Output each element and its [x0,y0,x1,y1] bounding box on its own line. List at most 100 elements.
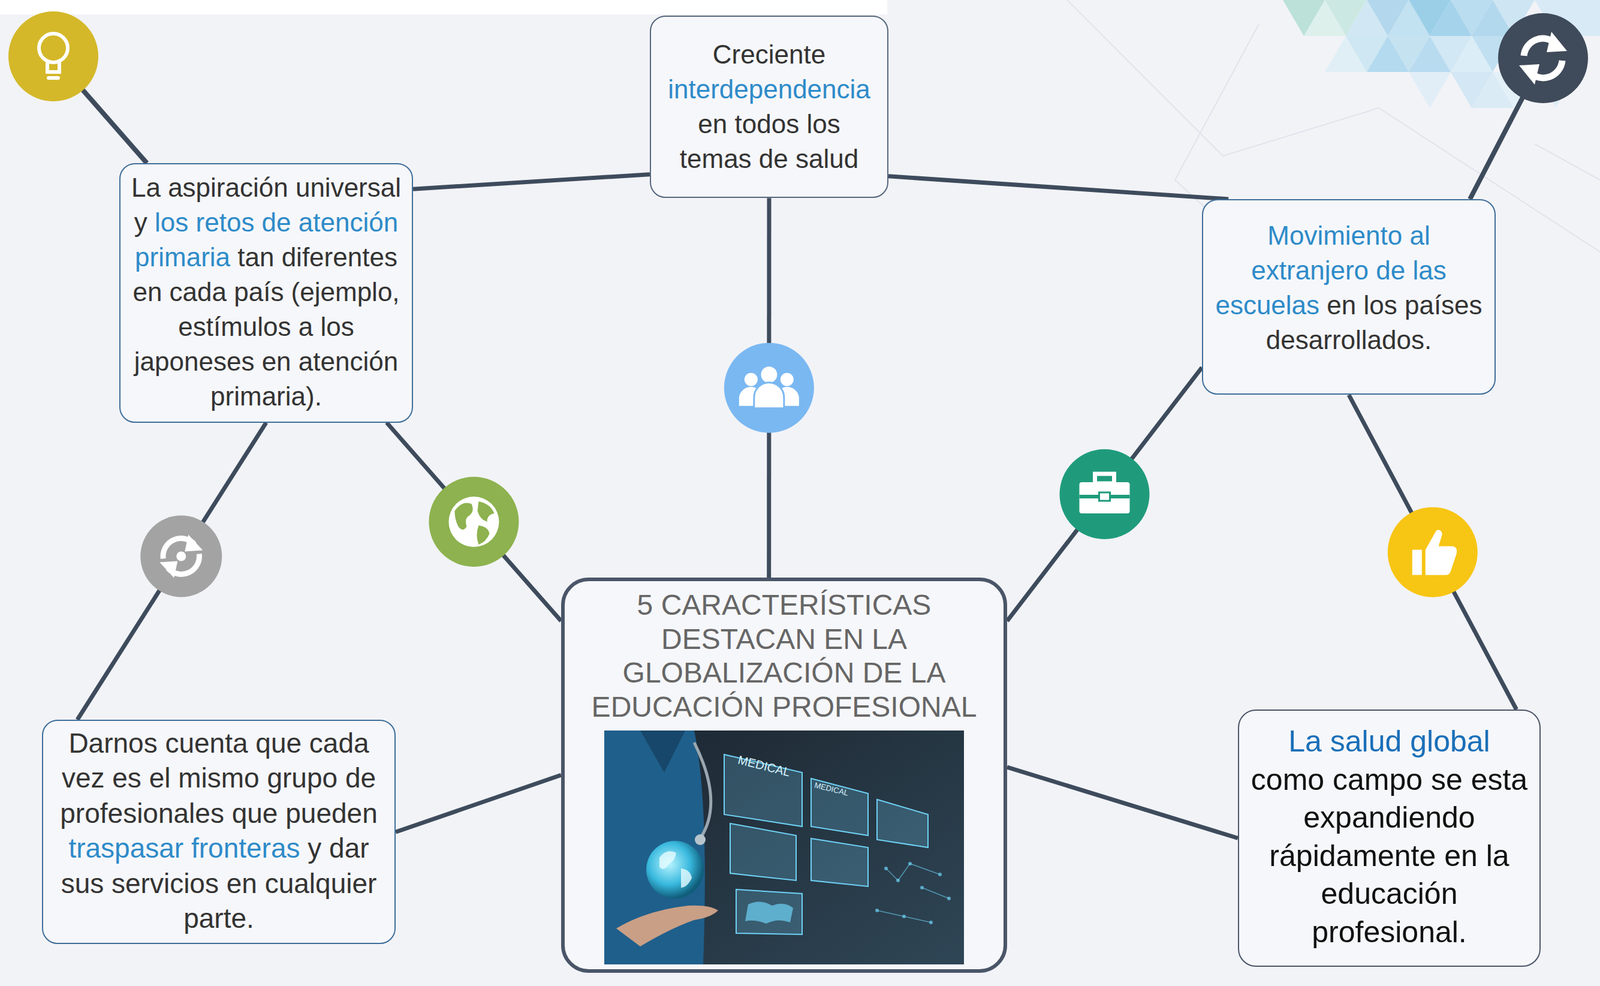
graphic-part [694,833,706,845]
connector [386,422,562,622]
graphic-part [140,515,222,598]
graphic-part [8,11,99,102]
node-text: Movimiento al extranjero de las escuelas… [1213,218,1484,358]
text-run: La salud global [1288,724,1490,758]
graphic-part [736,889,803,934]
node-text: La salud global como campo se esta expan… [1248,722,1530,951]
info-box: Movimiento al extranjero de las escuelas… [1201,199,1496,395]
graphic-part [877,863,949,922]
briefcase-icon [1059,449,1150,539]
graphic-part [904,915,931,922]
info-box: Darnos cuenta que cada vez es el mismo g… [41,719,396,944]
text-run: Creciente [712,39,826,69]
graphic-part [811,778,869,836]
graphic-part [659,850,677,869]
graphic-part [1387,0,1430,36]
connector [1007,766,1238,838]
info-box: La salud global como campo se esta expan… [1237,709,1541,967]
graphic-part [1534,143,1600,180]
connector [77,422,267,720]
graphic-part [694,742,711,839]
graphic-part [1429,0,1472,36]
graphic-part [1450,35,1493,72]
graphic-part [921,887,949,899]
graphic-part [730,823,797,881]
lightbulb-icon [8,11,99,102]
connector [888,176,1229,200]
graphic-part [1519,64,1540,85]
graphic-part [811,838,869,887]
graphic-part [760,365,779,384]
graphic-part [745,901,794,924]
graphic-part [724,754,928,934]
people-icon [724,342,815,433]
graphic-part [477,501,494,522]
graphic-part [1425,529,1457,575]
graphic-part [1059,449,1150,539]
graphic-part [448,496,499,547]
graphic-part [476,525,490,545]
sync-icon [140,515,222,598]
graphic-part [1079,481,1131,514]
central-box: 5 CARACTERÍSTICAS DESTACAN EN LA GLOBALI… [561,577,1008,973]
graphic-part [1303,0,1346,36]
graphic-part [47,62,60,72]
graphic-part [877,910,905,916]
graphic-part [38,33,68,63]
triangle-pattern [1282,0,1600,108]
top-strip [0,0,888,15]
graphic-part [910,863,940,875]
graphic-part [1471,0,1514,36]
info-box: Creciente interdependencia en todos los … [649,15,889,198]
graphic-part [616,904,719,946]
node-text: Darnos cuenta que cada vez es el mismo g… [49,725,389,936]
doctor-illustration: MEDICALMEDICAL [604,730,964,964]
graphic-part [1387,507,1478,598]
graphic-part [1366,35,1409,72]
graphic-part [646,840,704,899]
graphic-part [1095,473,1115,484]
text-run: 5 CARACTERÍSTICAS DESTACAN EN LA GLOBALI… [591,588,978,723]
graphic-part [184,534,203,552]
thumbs-up-icon [1387,507,1478,598]
connector [1007,367,1202,622]
node-text: Creciente interdependencia en todos los … [659,37,879,177]
text-run: traspasar fronteras [68,832,300,864]
graphic-part [176,551,186,562]
connector [1348,394,1517,710]
graphic-part [1099,492,1111,501]
text-run: interdependencia [667,74,871,104]
graphic-part [454,502,473,530]
graphic-part [724,342,815,433]
graphic-part [877,799,928,848]
info-box: La aspiración universal y los retos de a… [119,163,414,423]
graphic-part [1345,0,1388,36]
graphic-part [681,868,692,888]
graphic-part [898,863,911,881]
graphic-part [744,372,758,387]
graphic-part [640,730,686,773]
graphic-part [745,861,951,924]
node-text: 5 CARACTERÍSTICAS DESTACAN EN LA GLOBALI… [573,588,996,725]
graphic-part [604,730,964,964]
globe-icon [428,476,519,567]
graphic-part [886,868,899,881]
graphic-part [1546,31,1568,53]
node-text: La aspiración universal y los retos de a… [128,170,404,415]
refresh-icon [1498,13,1589,104]
text-run: en todos los temas de salud [679,109,859,174]
connector [395,774,562,832]
graphic-part [1408,71,1451,108]
graphic-part [1412,549,1422,575]
graphic-part [159,561,178,578]
text-run: como campo se esta expandiendo rápidamen… [1251,762,1528,949]
graphic-part [1408,35,1451,72]
graphic-part [428,476,519,567]
graphic-part [1498,13,1589,104]
graphic-part [780,372,794,387]
text-run: Darnos cuenta que cada vez es el mismo g… [59,727,378,829]
connector [413,174,650,190]
graphic-part [754,382,785,409]
graphic-part [48,76,59,80]
